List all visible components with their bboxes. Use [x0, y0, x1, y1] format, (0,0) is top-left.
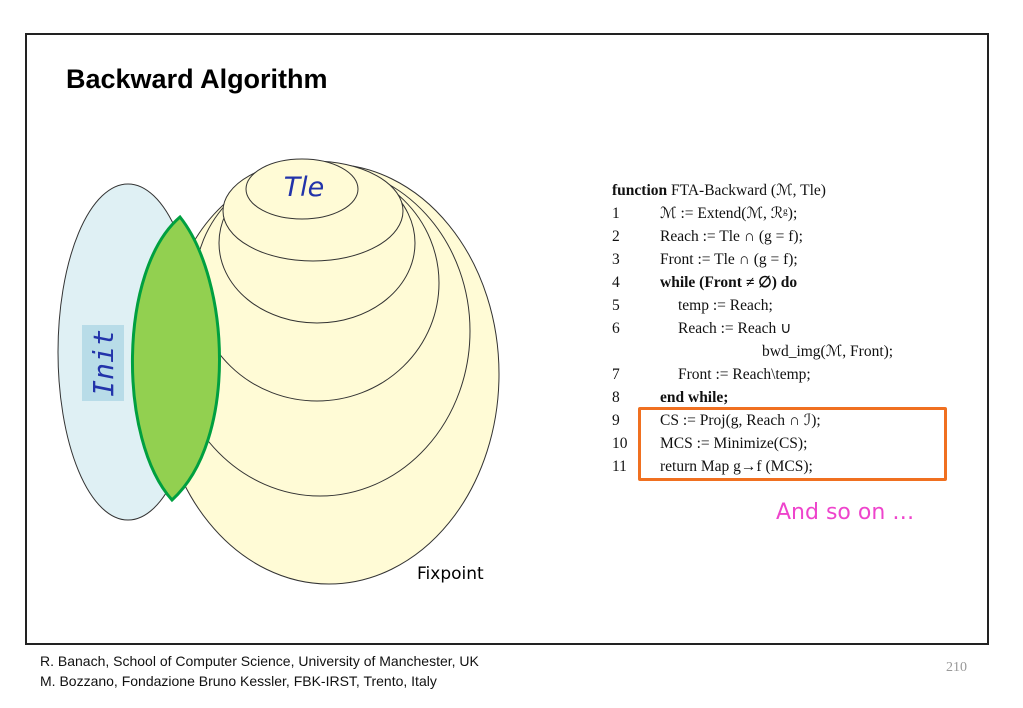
- page-number: 210: [946, 660, 967, 675]
- line-text: CS := Proj(g, Reach ∩ ℐ);: [660, 412, 821, 429]
- line-number: 10: [612, 435, 628, 452]
- line-number: 7: [612, 366, 620, 383]
- highlight-box: [638, 407, 947, 481]
- line-text: Reach := Reach ∪: [678, 320, 792, 337]
- footer-line-2: M. Bozzano, Fondazione Bruno Kessler, FB…: [40, 673, 437, 689]
- init-label: Init: [87, 329, 120, 396]
- line-number: 6: [612, 320, 620, 337]
- line-text: Reach := Tle ∩ (g = f);: [660, 228, 803, 245]
- line-number: 8: [612, 389, 620, 406]
- and-so-on-annotation: And so on …: [776, 500, 915, 525]
- line-text: bwd_img(ℳ, Front);: [762, 343, 894, 360]
- line-text: return Map g→f (MCS);: [660, 458, 813, 475]
- line-number: 11: [612, 458, 627, 475]
- line-number: 2: [612, 228, 620, 245]
- tle-ellipse: [245, 158, 359, 220]
- init-label-background: [82, 325, 124, 401]
- footer-credits: R. Banach, School of Computer Science, U…: [40, 651, 479, 691]
- init-intersection-lens: [130, 214, 221, 503]
- line-number: 4: [612, 274, 620, 291]
- line-number: 9: [612, 412, 620, 429]
- function-keyword: function: [612, 182, 668, 199]
- fixpoint-label: Fixpoint: [417, 564, 484, 584]
- algorithm-header: function FTA-Backward (ℳ, Tle): [612, 181, 826, 201]
- line-text: while (Front ≠ ∅) do: [660, 274, 798, 291]
- line-text: Front := Tle ∩ (g = f);: [660, 251, 798, 268]
- line-text: temp := Reach;: [678, 297, 773, 314]
- line-text: end while;: [660, 389, 729, 406]
- line-text: ℳ := Extend(ℳ, ℛᵍ);: [660, 205, 798, 222]
- tle-label: Tle: [284, 172, 325, 203]
- line-text: MCS := Minimize(CS);: [660, 435, 808, 452]
- line-number: 5: [612, 297, 620, 314]
- line-number: 1: [612, 205, 620, 222]
- slide-title: Backward Algorithm: [66, 64, 328, 94]
- footer-line-1: R. Banach, School of Computer Science, U…: [40, 653, 479, 669]
- line-number: 3: [612, 251, 620, 268]
- line-text: Front := Reach\temp;: [678, 366, 811, 383]
- function-signature: FTA-Backward (ℳ, Tle): [671, 182, 826, 199]
